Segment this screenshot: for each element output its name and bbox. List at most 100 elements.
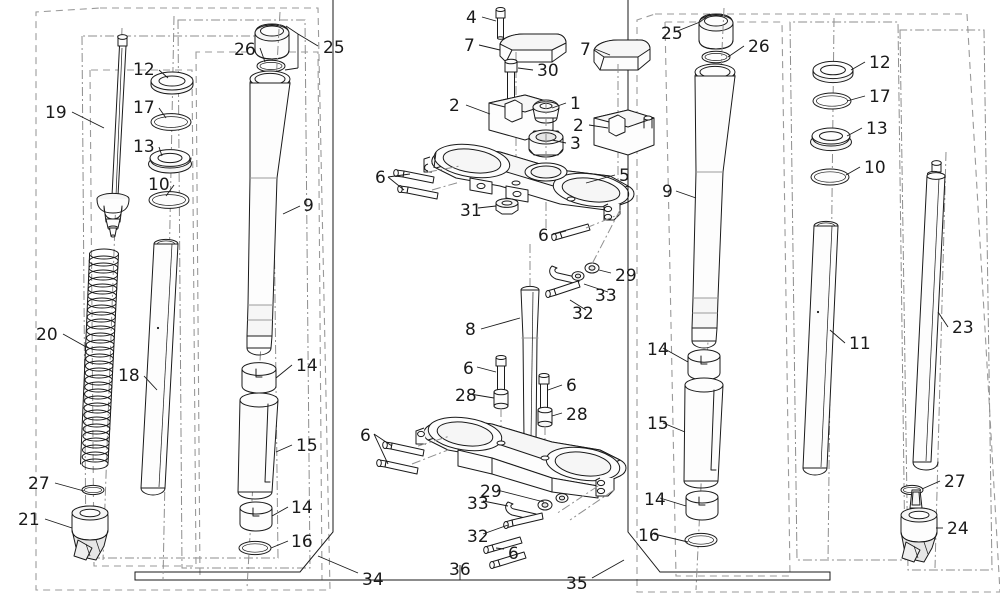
part-29-collar-upper-extra [571,271,585,281]
part-7-handlebar-clamp-right [593,39,651,198]
lower-clamp-dashdot-guides [555,209,621,521]
callout-29a: 29 [615,266,637,286]
callout-9b: 9 [662,182,673,202]
part-18-inner-fork-tube-left [140,238,179,496]
callout-14b: 14 [291,498,313,518]
part-4-bolt [495,7,506,40]
part-15-slider-bushing-left [237,392,279,500]
part-25-fork-cap-right [698,13,734,50]
callout-4: 4 [466,8,477,28]
subgroup-right-seals-box [789,21,906,561]
part-16-oring-left [238,540,272,556]
callout-32a: 32 [572,304,594,324]
callout-13a: 13 [133,137,155,157]
callout-10a: 10 [148,175,170,195]
part-3-steering-nut [528,100,564,228]
callout-2b: 2 [573,116,584,136]
group-boundary-left [35,7,331,591]
callout-1: 1 [570,94,581,114]
part-31-nut [495,198,519,215]
callout-28a: 28 [455,386,477,406]
callout-13b: 13 [866,119,888,139]
callout-12a: 12 [133,60,155,80]
part-12-seal-left [150,15,194,581]
callout-14a: 14 [296,356,318,376]
callout-2a: 2 [449,96,460,116]
subgroup-left-seals [177,19,311,569]
part-28-collar-lower-right [537,406,553,458]
callout-6c: 6 [463,359,474,379]
part-8-steering-stem [514,244,546,463]
callout-32b: 32 [467,527,489,547]
group-boundary-right [636,13,1000,593]
callout-9a: 9 [303,196,314,216]
callout-6a: 6 [375,168,386,188]
center-assembly-outline [134,0,831,581]
part-6-bolt-lower-upright-right [538,373,550,412]
callout-17b: 17 [869,87,891,107]
callout-25a: 25 [323,38,345,58]
callout-33b: 33 [467,494,489,514]
callout-21: 21 [18,510,40,530]
callout-16b: 16 [638,526,660,546]
part-17-oring-left [150,113,192,131]
part-2-riser-right [593,109,655,156]
part-6-bolts-lower-left [376,435,451,475]
part-14-bushing-left-upper [241,362,277,394]
part-26-oring-right [701,50,731,64]
callout-29b: 29 [480,482,502,502]
part-13-seal-left [148,149,192,174]
callout-33a: 33 [595,286,617,306]
part-16-oring-right [684,532,718,548]
callout-11: 11 [849,334,871,354]
part-5-upper-triple-clamp [423,143,635,221]
callout-18: 18 [118,366,140,386]
callout-14c: 14 [647,340,669,360]
callout-6d: 6 [566,376,577,396]
callout-27b: 27 [944,472,966,492]
callout-19: 19 [45,103,67,123]
callout-6f: 6 [508,544,519,564]
callout-10b: 10 [864,158,886,178]
callout-31: 31 [460,201,482,221]
callout-5: 5 [619,166,630,186]
part-6-bolt-bottom-center [489,551,527,569]
part-11-inner-fork-tube-right [802,220,839,476]
callout-27a: 27 [28,474,50,494]
part-23-damper-rod-right [912,151,947,569]
part-17-oring-right [812,92,852,110]
callout-34: 34 [362,570,384,590]
subgroup-left-damper [81,35,279,559]
callout-30: 30 [537,61,559,81]
callout-8: 8 [465,320,476,340]
part-30-bolt [504,58,518,107]
part-lower-triple-clamp [415,416,627,499]
callout-14d: 14 [644,490,666,510]
part-21-fork-slider-left [71,505,109,561]
part-28-collar-lower-left [493,388,509,442]
callout-15a: 15 [296,436,318,456]
part-29-collar-lower-extra [555,493,569,503]
part-27-oring-left [81,484,105,496]
part-14-bushing-left-lower [239,501,273,532]
callout-15b: 15 [647,414,669,434]
part-6-bolt-lower-bottom [483,536,523,554]
part-6-bolt-upper-right [551,213,621,241]
part-20-fork-spring [80,248,119,470]
callout-28b: 28 [566,405,588,425]
part-15-slider-bushing-right [683,377,724,489]
callout-26b: 26 [748,37,770,57]
part-26-oring-left [256,59,286,73]
part-6-bolts-upper-left [393,165,461,200]
callout-12b: 12 [869,53,891,73]
leader-lines [44,13,949,580]
part-10-oring-right [810,168,850,186]
part-32-bolt-upper [545,280,581,298]
subgroup-right-damper-box [899,29,993,571]
callout-24: 24 [947,519,969,539]
part-14-bushing-right-upper [687,349,721,381]
part-14-bushing-right-lower [685,490,719,521]
callout-16a: 16 [291,532,313,552]
callout-25b: 25 [661,24,683,44]
